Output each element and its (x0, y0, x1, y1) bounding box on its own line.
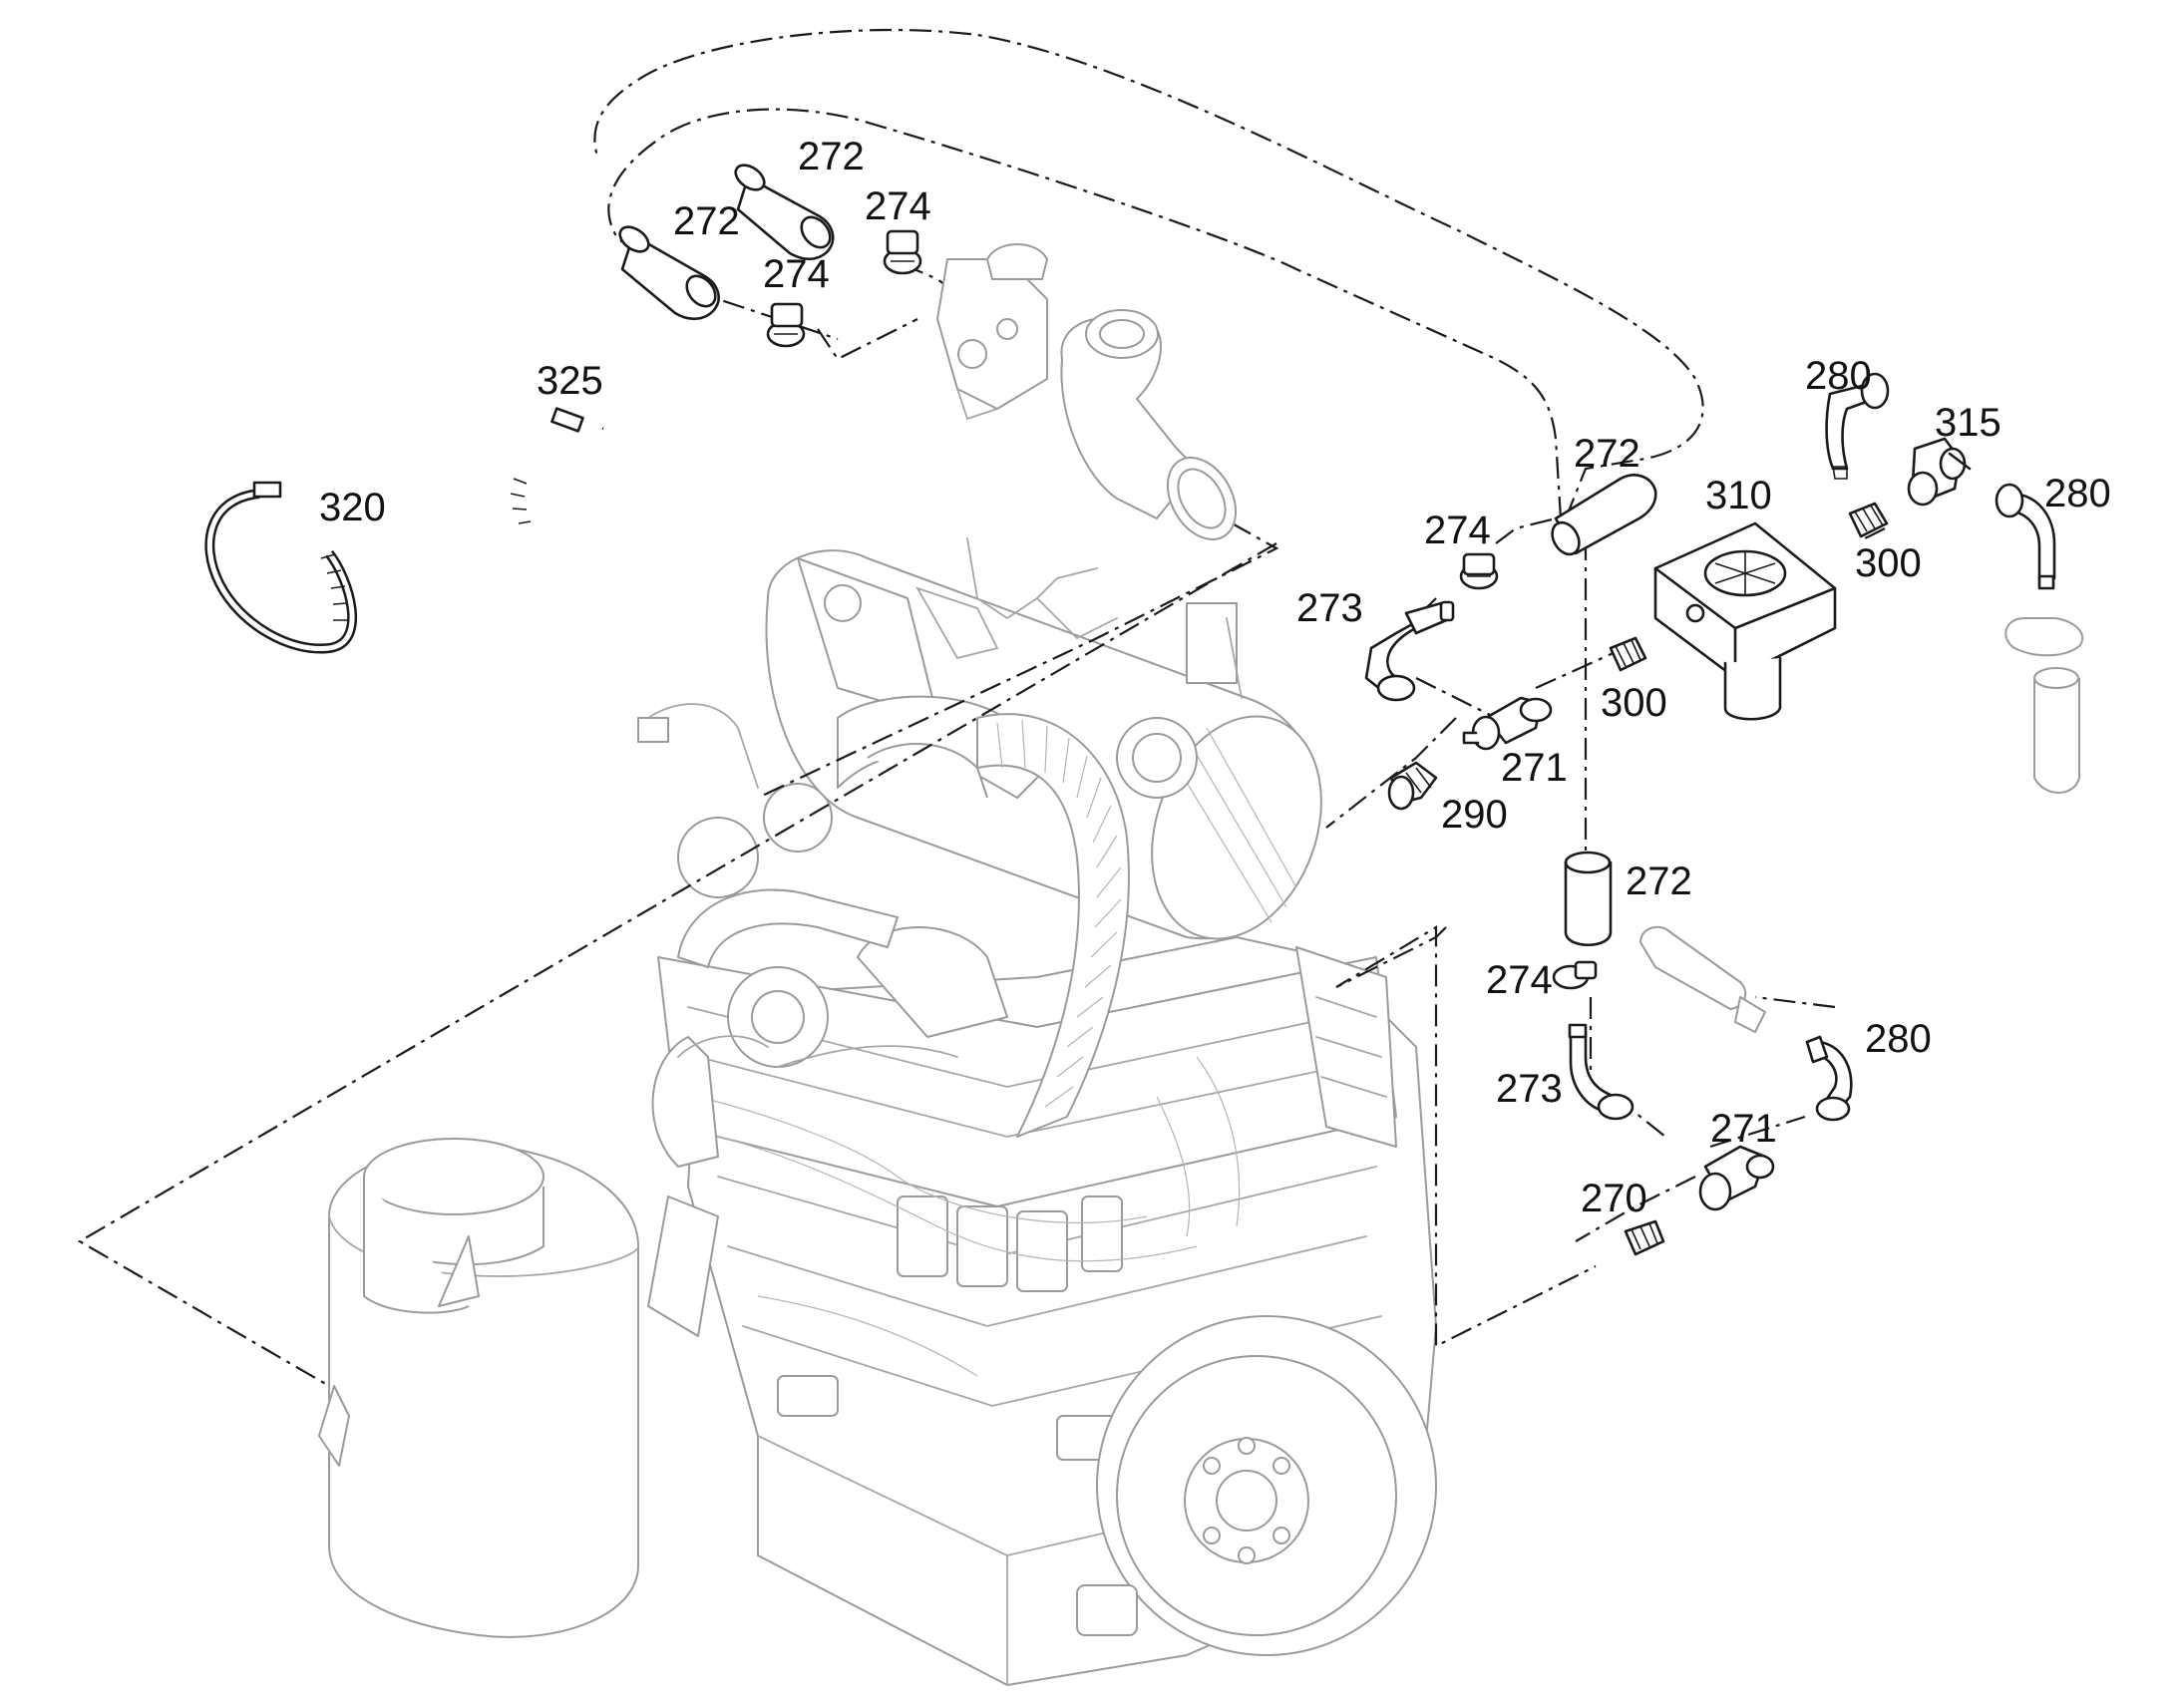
callout-274-upper: 274 (865, 184, 931, 228)
callout-280-top: 280 (1805, 354, 1872, 398)
callout-280-right: 280 (2044, 472, 2111, 515)
elbow-fitting-273-lower (1568, 1023, 1635, 1121)
fitting-290 (1387, 761, 1438, 811)
elbow-fitting-280-right (1995, 483, 2056, 590)
callout-273-lower: 273 (1496, 1067, 1563, 1111)
callout-300-upper: 300 (1855, 541, 1922, 585)
callout-274-right-upper: 274 (1424, 509, 1491, 552)
elbow-fitting-280-lower (1805, 1035, 1853, 1122)
hose-272-right-upper (1551, 474, 1657, 556)
elbow-fitting-273-upper (1364, 600, 1455, 702)
reservoir-block-310 (1653, 521, 1837, 721)
leader-lines (77, 28, 1886, 1387)
nipple-300-upper (1609, 636, 1647, 672)
callout-272-right-upper: 272 (1574, 432, 1640, 476)
callout-272-vertical: 272 (1626, 859, 1692, 903)
band-clamp-325 (510, 407, 644, 554)
callout-300-lower: 300 (1601, 681, 1667, 725)
callout-310: 310 (1705, 474, 1772, 517)
nipple-300-right (1848, 502, 1889, 538)
hose-272-upper (734, 164, 835, 261)
clamp-274-lower (1552, 960, 1598, 990)
callout-273-upper: 273 (1296, 586, 1363, 630)
hose-272-vertical (1564, 851, 1613, 946)
band-clamp-320 (204, 481, 358, 654)
callout-320: 320 (319, 486, 386, 529)
tee-fitting-271-lower (1698, 1145, 1775, 1211)
hose-ghost-lower (1639, 925, 1766, 1033)
callout-270: 270 (1581, 1177, 1647, 1220)
clamp-274-upper (883, 229, 922, 275)
valve-assembly-ghost (936, 243, 1048, 421)
callout-272-upper: 272 (798, 135, 865, 178)
tee-fitting-271-upper (1462, 696, 1553, 751)
intake-elbow-duct-ghost (1060, 309, 1238, 540)
clamp-274-right-upper (1459, 552, 1499, 590)
exhaust-filter-cylinder-ghost (318, 1138, 639, 1638)
callout-274-mid: 274 (763, 252, 830, 296)
callout-325: 325 (537, 359, 603, 403)
callout-290: 290 (1441, 793, 1508, 837)
callout-271-lower: 271 (1710, 1107, 1777, 1151)
hose-272-mid (618, 225, 720, 321)
callout-272-mid: 272 (673, 199, 740, 243)
callout-280-lower: 280 (1865, 1017, 1932, 1061)
tee-fitting-315 (1907, 437, 1972, 507)
hose-ghost-right (2004, 617, 2084, 794)
callout-315: 315 (1935, 401, 2001, 445)
callout-271-upper: 271 (1501, 746, 1568, 790)
clamp-274-mid (766, 302, 806, 348)
nipple-270 (1624, 1219, 1665, 1256)
callout-274-lower: 274 (1486, 958, 1553, 1002)
engine-block-ghost (637, 537, 1437, 1686)
callout-labels: 272 272 274 274 325 320 280 315 280 310 … (319, 135, 2111, 1220)
elbow-fitting-280-top (1825, 372, 1890, 480)
